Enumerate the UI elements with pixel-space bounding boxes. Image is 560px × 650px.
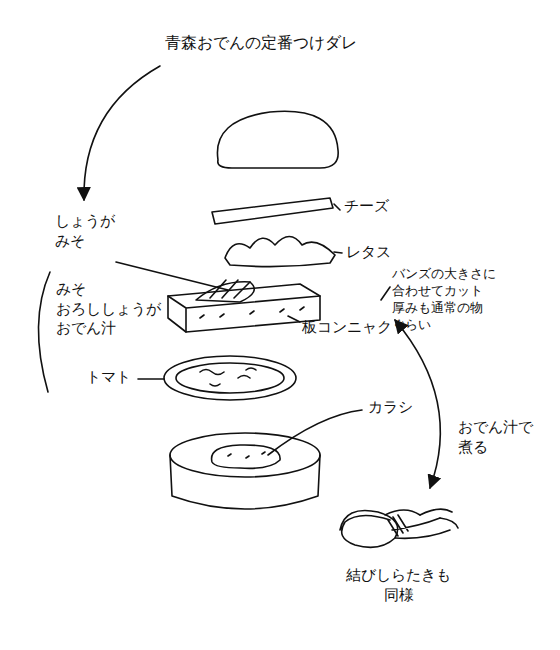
leader-line: [288, 316, 300, 322]
tomato-inner: [176, 363, 284, 393]
bracket: [38, 272, 50, 392]
konnyaku-edge: [168, 296, 320, 332]
mustard-texture: [228, 452, 265, 458]
top-bun: [217, 111, 338, 168]
annotation-label: バンズの大きさに 合わせてカット 厚みも通常の物 ぐらい: [392, 266, 496, 334]
annotation-label: しょうが みそ: [55, 212, 115, 251]
leader-line: [116, 262, 228, 290]
bottom-bun-top: [170, 433, 320, 477]
pointer-arrow: [84, 66, 160, 200]
tomato-seed: [200, 368, 256, 386]
annotation-label: おでん汁で 煮る: [458, 418, 533, 457]
annotation-label: 結びしらたきも 同様: [346, 566, 451, 605]
annotation-label: レタス: [346, 243, 391, 263]
leader-line: [334, 252, 342, 253]
mustard: [212, 445, 281, 468]
annotation-label: 板コンニャク: [302, 318, 392, 338]
annotation-label: カラシ: [368, 398, 413, 418]
annotation-label: チーズ: [344, 197, 389, 217]
leader-line: [268, 410, 362, 455]
annotation-label: トマト: [86, 368, 131, 388]
annotation-label: 青森おでんの定番つけダレ: [165, 33, 357, 54]
shirataki-strand: [385, 510, 450, 538]
bottom-bun: [170, 455, 320, 509]
konnyaku-block: [168, 284, 320, 332]
shirataki-strand: [420, 509, 458, 528]
tomato-slice: [164, 356, 296, 400]
annotation-label: みそ おろししょうが おでん汁: [56, 280, 161, 339]
miso-streak: [210, 280, 250, 298]
leader-line: [138, 378, 164, 380]
shirataki-knot: [340, 510, 398, 547]
leader-line: [381, 287, 390, 300]
leader-line: [334, 204, 340, 210]
lettuce-leaf: [225, 237, 335, 267]
cheese-slice: [212, 198, 333, 224]
